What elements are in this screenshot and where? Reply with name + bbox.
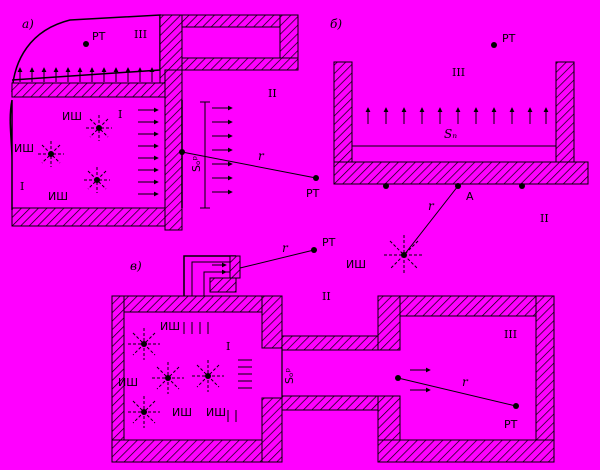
- arrows-a-right-outer: [212, 105, 233, 195]
- opening-v-dot: [395, 375, 401, 381]
- panel-v-label: в): [130, 259, 142, 273]
- source-v-2-dot: [165, 375, 171, 381]
- source-b-dot: [401, 252, 407, 258]
- ish-a-label-2: ИШ: [14, 142, 34, 155]
- source-v-3-dot: [205, 373, 211, 379]
- rt-v-room3-label: РТ: [504, 418, 518, 431]
- floor-b-dot-3: [519, 183, 525, 189]
- source-a-2-dot: [48, 151, 54, 157]
- wall-v-room1-right-bottom: [261, 397, 283, 463]
- room-a-1-label: I: [20, 180, 24, 193]
- duct-v-cap: [229, 255, 241, 279]
- source-v-1-dot: [141, 341, 147, 347]
- wall-v-corridor-top: [281, 335, 379, 351]
- rt-v-top-label: РТ: [322, 236, 336, 249]
- arrows-b-up: [365, 107, 549, 124]
- duct-v-arrows: [212, 262, 227, 275]
- room-a-1b-label: I: [118, 108, 122, 121]
- distance-v-top-label: r: [282, 241, 289, 255]
- ish-v-label-4: ИШ: [206, 406, 226, 419]
- rt-a-upper-label: РТ: [92, 30, 106, 43]
- arrows-v-room3: [410, 367, 431, 393]
- wall-v-room3-top: [377, 295, 555, 317]
- wall-a-niche-bottom: [181, 57, 299, 71]
- ish-a-label-1: ИШ: [62, 110, 82, 123]
- ish-a-label-3: ИШ: [48, 190, 68, 203]
- panel-a-label: а): [22, 17, 34, 31]
- arrows-a-up: [17, 67, 155, 82]
- rt-v-top-dot: [311, 247, 317, 253]
- point-a-label: A: [466, 190, 474, 203]
- opening-a-label: Sₒᵖ: [190, 155, 203, 172]
- distance-a-label: r: [258, 149, 265, 163]
- opening-a-dot: [179, 149, 185, 155]
- room-a-lower-outline: [9, 99, 13, 210]
- floor-b-slab: [351, 145, 557, 163]
- rt-b-label: РТ: [502, 32, 516, 45]
- rt-v-room3-dot: [513, 403, 519, 409]
- room-v-1-label: I: [226, 340, 230, 353]
- wall-v-room1-bottom: [111, 439, 283, 463]
- opening-v-label: Sₒᵖ: [283, 367, 296, 384]
- distance-b-label: r: [428, 199, 435, 213]
- ish-v-label-3: ИШ: [172, 406, 192, 419]
- ticks-v-lower: [227, 410, 237, 422]
- rt-a-upper-dot: [83, 41, 89, 47]
- wall-v-room3-right: [535, 295, 555, 463]
- panel-v: в) РТ r II Sₒᵖ: [111, 236, 555, 463]
- room-a-2-label: II: [268, 87, 277, 100]
- room-v-2-label: II: [322, 290, 331, 303]
- room-v-3-label: III: [504, 328, 517, 341]
- distance-v-line: [397, 377, 517, 407]
- rt-b-dot: [491, 42, 497, 48]
- rt-a-outer-dot: [313, 175, 319, 181]
- panel-b-label: б): [330, 17, 342, 31]
- distance-a-line: [181, 151, 317, 179]
- wall-b-right: [555, 61, 575, 167]
- room-a-3-label: III: [134, 28, 147, 41]
- rt-a-outer-label: РТ: [306, 187, 320, 200]
- distance-b-line: [403, 185, 459, 256]
- floor-b-label: Sₙ: [444, 127, 457, 141]
- panel-b: б) Sₙ III II РТ A r ИШ: [330, 17, 589, 275]
- duct-v-wall: [209, 277, 237, 293]
- ish-v-label-2: ИШ: [118, 376, 138, 389]
- wall-v-room3-left-top: [377, 295, 401, 351]
- room-a-upper-outline: [11, 14, 161, 93]
- ish-v-label-1: ИШ: [160, 320, 180, 333]
- wall-a-bottom: [11, 207, 166, 227]
- ticks-v-horizontal: [238, 359, 252, 389]
- wall-a-mid-floor: [11, 82, 183, 98]
- source-v-4-dot: [141, 409, 147, 415]
- distance-v-label: r: [462, 375, 469, 389]
- panel-a: а) Sₒᵖ: [9, 14, 320, 231]
- ish-b-label: ИШ: [346, 258, 366, 271]
- room-b-2-label: II: [540, 212, 549, 225]
- ticks-v-upper: [183, 322, 209, 334]
- wall-v-room1-right-top: [261, 295, 283, 349]
- wall-v-corridor-bottom: [281, 395, 379, 411]
- duct-v-outer: [183, 255, 236, 296]
- wall-v-room3-bottom: [377, 439, 555, 463]
- source-a-1-dot: [96, 125, 102, 131]
- duct-v-mid: [191, 261, 236, 296]
- wall-a-right-column: [164, 69, 183, 231]
- floor-b-dot-1: [383, 183, 389, 189]
- room-b-3-label: III: [452, 66, 465, 79]
- wall-b-bottom: [333, 161, 589, 185]
- source-a-3-dot: [94, 177, 100, 183]
- wall-v-room1-top: [111, 295, 283, 313]
- distance-v-top-line: [239, 249, 315, 269]
- arrows-a-right-inner: [138, 107, 159, 197]
